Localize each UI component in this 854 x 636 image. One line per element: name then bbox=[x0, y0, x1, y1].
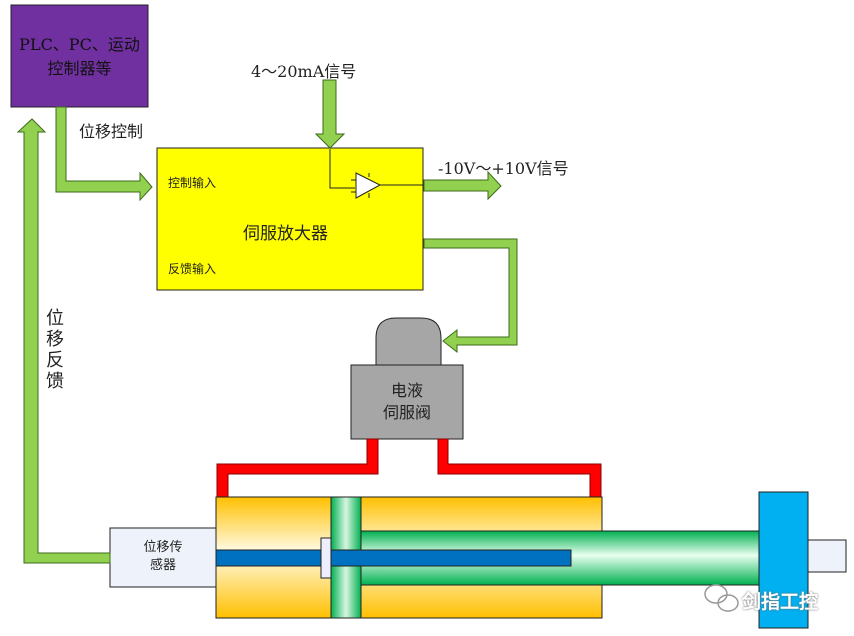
position-control-label: 位移控制 bbox=[79, 122, 144, 141]
valve-drive-arrow bbox=[423, 238, 518, 354]
wechat-icon bbox=[704, 584, 739, 612]
servo-amplifier-box bbox=[156, 147, 424, 291]
hydraulic-pipe-b bbox=[437, 438, 602, 498]
sensor-line1: 位移传 bbox=[143, 540, 183, 555]
signal-line bbox=[329, 149, 423, 189]
valve-line1: 电液 bbox=[390, 381, 423, 400]
triangle-ticks bbox=[351, 173, 370, 198]
feedback-input-label: 反馈输入 bbox=[168, 262, 217, 276]
sensor-rod bbox=[215, 549, 572, 567]
controller-line1: PLC、PC、运动 bbox=[19, 35, 140, 54]
valve-torque-motor bbox=[375, 317, 442, 367]
feedback-char: 馈 bbox=[46, 371, 64, 392]
control-input-label: 控制输入 bbox=[168, 176, 217, 190]
watermark: 剑指工控 bbox=[742, 591, 819, 613]
valve-line2: 伺服阀 bbox=[382, 403, 431, 422]
controller-label: PLC、PC、运动 控制器等 bbox=[11, 33, 148, 81]
input-signal-label: 4～20mA信号 bbox=[251, 62, 357, 81]
amplifier-triangle-icon bbox=[355, 172, 382, 199]
rod-end bbox=[807, 539, 847, 573]
sensor-magnet bbox=[320, 537, 332, 579]
controller-line2: 控制器等 bbox=[47, 59, 112, 78]
position-feedback-arrow bbox=[16, 118, 111, 564]
load-plate bbox=[758, 491, 809, 629]
output-signal-arrow bbox=[423, 170, 502, 201]
position-control-arrow bbox=[55, 106, 153, 202]
input-signal-arrow bbox=[314, 79, 346, 149]
hydraulic-pipe-a bbox=[216, 438, 379, 498]
feedback-char: 位 bbox=[46, 308, 64, 329]
valve-label: 电液 伺服阀 bbox=[351, 380, 463, 424]
sensor-line2: 感器 bbox=[149, 558, 176, 573]
sensor-label: 位移传 感器 bbox=[110, 539, 216, 575]
feedback-char: 移 bbox=[46, 329, 64, 350]
amplifier-title: 伺服放大器 bbox=[243, 224, 328, 244]
output-signal-label: -10V～+10V信号 bbox=[438, 159, 569, 178]
position-feedback-label: 位 移 反 馈 bbox=[46, 308, 64, 392]
feedback-char: 反 bbox=[46, 350, 64, 371]
controller-box bbox=[10, 4, 149, 108]
servo-valve-box bbox=[350, 364, 464, 440]
